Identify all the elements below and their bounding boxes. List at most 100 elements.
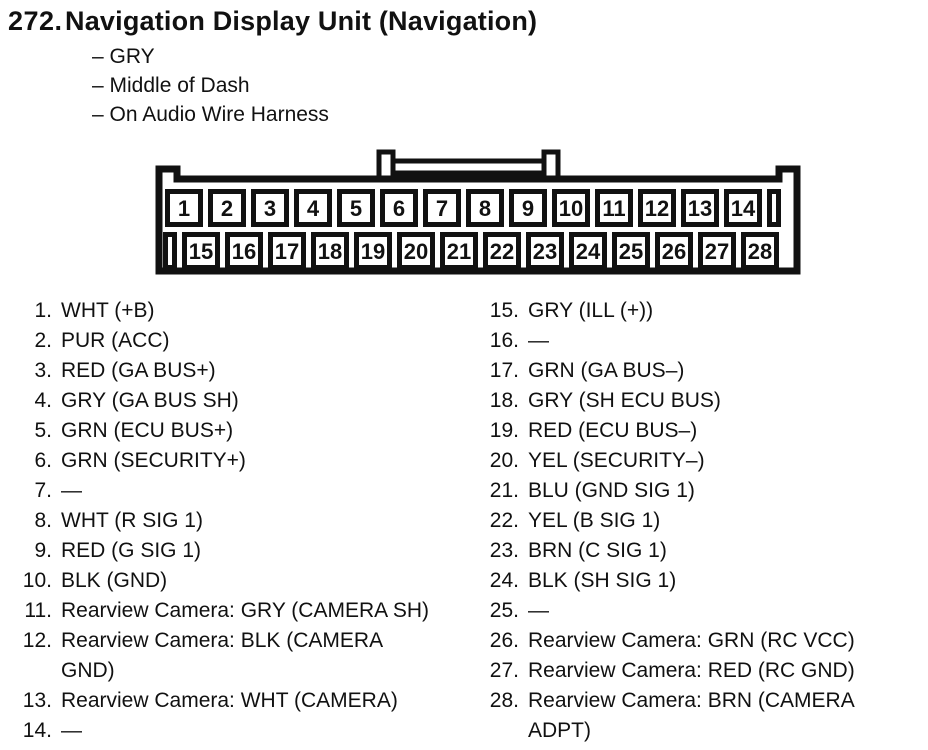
pinout-list-left: 1.WHT (+B)2.PUR (ACC)3.RED (GA BUS+)4.GR… xyxy=(20,296,429,746)
pin-cell: 5 xyxy=(337,189,375,227)
pinout-entry-number: 12. xyxy=(22,629,52,652)
pinout-entry-number: 5. xyxy=(34,419,52,442)
pinout-entry-number: 22. xyxy=(489,509,519,532)
pinout-entry-desc: Rearview Camera: RED (RC GND) xyxy=(528,659,855,682)
pinout-entry-number: 8. xyxy=(34,509,52,532)
pinout-entry: 22.YEL (B SIG 1) xyxy=(487,506,855,536)
pin-cell: 21 xyxy=(440,232,478,270)
pin-cell: 19 xyxy=(354,232,392,270)
pinout-entry: 16.— xyxy=(487,326,855,356)
pinout-entry-number: 14. xyxy=(22,719,52,742)
pin-cell: 18 xyxy=(311,232,349,270)
section-header: 272. Navigation Display Unit (Navigation… xyxy=(8,6,537,37)
pin-cell: 20 xyxy=(397,232,435,270)
section-number: 272. xyxy=(8,6,63,36)
pinout-entry: 26. Rearview Camera: GRN (RC VCC) xyxy=(487,626,855,656)
pinout-entry: 11. Rearview Camera: GRY (CAMERA SH) xyxy=(20,596,429,626)
pin-cell: 23 xyxy=(526,232,564,270)
pinout-entry: 18. GRY (SH ECU BUS) xyxy=(487,386,855,416)
pinout-entry: 5. GRN (ECU BUS+) xyxy=(20,416,429,446)
pinout-entry: 27. Rearview Camera: RED (RC GND) xyxy=(487,656,855,686)
pinout-entry-desc: — xyxy=(528,329,549,352)
pinout-entry-desc: — xyxy=(61,719,82,742)
pinout-entry: 4.GRY (GA BUS SH) xyxy=(20,386,429,416)
pin-cell: 13 xyxy=(681,189,719,227)
pinout-entry: 17.GRN (GA BUS–) xyxy=(487,356,855,386)
pin-cell: 17 xyxy=(268,232,306,270)
page-title: Navigation Display Unit (Navigation) xyxy=(65,6,538,36)
pinout-entry-number: 25. xyxy=(489,599,519,622)
pinout-entry-desc: BRN (C SIG 1) xyxy=(528,539,667,562)
pin-cell: 10 xyxy=(552,189,590,227)
pin-blank-slot xyxy=(767,189,781,227)
pinout-entry-number: 15. xyxy=(489,299,519,322)
pinout-entry-number: 20. xyxy=(489,449,519,472)
pin-cell: 1 xyxy=(165,189,203,227)
pinout-entry-number: 24. xyxy=(489,569,519,592)
pinout-entry-desc: GRN (ECU BUS+) xyxy=(61,419,234,442)
pinout-entry: 21.BLU (GND SIG 1) xyxy=(487,476,855,506)
pinout-entry-number: 21. xyxy=(489,479,519,502)
pinout-entry-desc: RED (G SIG 1) xyxy=(61,539,202,562)
pin-cell: 4 xyxy=(294,189,332,227)
pinout-entry: 19.RED (ECU BUS–) xyxy=(487,416,855,446)
connector-attribute: – GRY xyxy=(92,45,155,68)
pinout-entry: 9. RED (G SIG 1) xyxy=(20,536,429,566)
pinout-entry: 3. RED (GA BUS+) xyxy=(20,356,429,386)
pin-cell: 25 xyxy=(612,232,650,270)
pin-cell: 16 xyxy=(225,232,263,270)
pinout-entry-desc: Rearview Camera: GRY (CAMERA SH) xyxy=(61,599,429,622)
pinout-entry-desc: Rearview Camera: GRN (RC VCC) xyxy=(528,629,855,652)
pinout-entry-desc: RED (ECU BUS–) xyxy=(528,419,698,442)
pinout-entry: 2. PUR (ACC) xyxy=(20,326,429,356)
pinout-entry-number: 26. xyxy=(489,629,519,652)
pinout-entry: 25. — xyxy=(487,596,855,626)
pinout-entry-number: 28. xyxy=(489,689,519,712)
pin-cell: 9 xyxy=(509,189,547,227)
pinout-entry: 13. Rearview Camera: WHT (CAMERA) xyxy=(20,686,429,716)
pinout-entry-desc: Rearview Camera: BLK (CAMERA GND) xyxy=(61,629,384,682)
pinout-entry-number: 3. xyxy=(34,359,52,382)
pinout-entry-desc: GRY (ILL (+)) xyxy=(528,299,654,322)
pinout-entry-number: 4. xyxy=(34,389,52,412)
pin-cell: 11 xyxy=(595,189,633,227)
pinout-entry-number: 11. xyxy=(24,599,52,622)
pinout-entry-number: 1. xyxy=(34,299,52,322)
pin-cell: 22 xyxy=(483,232,521,270)
pinout-entry-number: 13. xyxy=(22,689,52,712)
pinout-entry-desc: — xyxy=(61,479,82,502)
pinout-entry-desc: PUR (ACC) xyxy=(61,329,170,352)
pinout-entry-number: 27. xyxy=(489,659,519,682)
pinout-entry: 12. Rearview Camera: BLK (CAMERA GND) xyxy=(20,626,429,686)
pinout-entry: 10.BLK (GND) xyxy=(20,566,429,596)
connector-attributes: – GRY– Middle of Dash– On Audio Wire Har… xyxy=(92,42,329,129)
pinout-entry-desc: BLK (SH SIG 1) xyxy=(528,569,677,592)
pinout-entry-number: 23. xyxy=(489,539,519,562)
pinout-entry: 23. BRN (C SIG 1) xyxy=(487,536,855,566)
pinout-entry-desc: RED (GA BUS+) xyxy=(61,359,216,382)
pin-cell: 26 xyxy=(655,232,693,270)
pinout-entry-desc: Rearview Camera: WHT (CAMERA) xyxy=(61,689,398,712)
pinout-entry: 28.Rearview Camera: BRN (CAMERA ADPT) xyxy=(487,686,855,746)
pinout-entry-desc: GRY (SH ECU BUS) xyxy=(528,389,721,412)
pinout-entry-number: 9. xyxy=(34,539,52,562)
pin-cell: 8 xyxy=(466,189,504,227)
pin-cell: 27 xyxy=(698,232,736,270)
pinout-entry: 20.YEL (SECURITY–) xyxy=(487,446,855,476)
pinout-entry-number: 18. xyxy=(489,389,519,412)
pinout-entry-desc: WHT (+B) xyxy=(61,299,155,322)
pin-cell: 24 xyxy=(569,232,607,270)
latch-bar xyxy=(384,158,560,176)
pinout-entry: 8.WHT (R SIG 1) xyxy=(20,506,429,536)
pin-cell: 28 xyxy=(741,232,779,270)
pinout-entry: 15. GRY (ILL (+)) xyxy=(487,296,855,326)
pinout-entry-desc: — xyxy=(528,599,549,622)
pin-cell: 6 xyxy=(380,189,418,227)
pin-blank-slot xyxy=(163,232,177,270)
pinout-entry-number: 2. xyxy=(34,329,52,352)
pin-cell: 12 xyxy=(638,189,676,227)
pinout-entry-desc: GRN (GA BUS–) xyxy=(528,359,685,382)
